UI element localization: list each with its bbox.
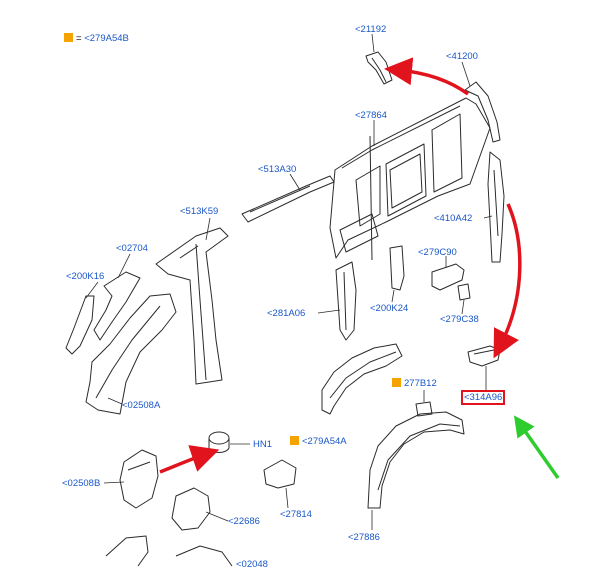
label-513A30[interactable]: <513A30 — [258, 164, 297, 175]
red-arrow-right — [493, 203, 522, 359]
label-27864[interactable]: <27864 — [355, 110, 387, 121]
part-27814 — [263, 459, 297, 489]
label-279C90[interactable]: <279C90 — [418, 247, 457, 258]
part-200K24 — [389, 245, 405, 291]
legend-code[interactable]: <279A54B — [84, 33, 129, 44]
label-02508A[interactable]: <02508A — [122, 400, 161, 411]
part-02508B — [119, 449, 159, 509]
label-513K59[interactable]: <513K59 — [180, 206, 219, 217]
part-27864 — [329, 97, 491, 261]
part-wheel-arch-outer — [321, 343, 403, 415]
part-02704 — [93, 271, 141, 341]
label-281A06[interactable]: <281A06 — [267, 308, 306, 319]
label-314A96-highlighted[interactable]: <314A96 — [461, 390, 506, 405]
label-02508B[interactable]: <02508B — [62, 478, 101, 489]
label-27886[interactable]: <27886 — [348, 532, 380, 543]
label-277B12-text: 277B12 — [404, 378, 437, 389]
label-HN1[interactable]: HN1 — [253, 439, 273, 450]
part-410A42 — [487, 151, 505, 263]
green-pointer-arrow-icon — [513, 415, 560, 480]
part-200K16 — [65, 295, 95, 355]
label-279A54A-text: <279A54A — [302, 436, 347, 447]
label-279C38[interactable]: <279C38 — [440, 314, 479, 325]
part-314A96 — [467, 345, 501, 367]
label-02704[interactable]: <02704 — [116, 243, 148, 254]
orange-square-marker-icon — [392, 378, 401, 387]
part-279C90 — [431, 263, 465, 291]
orange-square-marker-icon — [290, 436, 299, 445]
part-277B12 — [415, 401, 433, 417]
label-410A42[interactable]: <410A42 — [434, 213, 473, 224]
label-279A54A[interactable]: <279A54A — [290, 436, 347, 447]
label-02048[interactable]: <02048 — [236, 559, 268, 570]
label-200K24[interactable]: <200K24 — [370, 303, 409, 314]
red-arrow-top — [384, 57, 470, 96]
part-279C38 — [457, 283, 471, 301]
part-02048 — [105, 535, 233, 567]
part-22686 — [171, 487, 211, 531]
label-27814[interactable]: <27814 — [280, 509, 312, 520]
label-200K16[interactable]: <200K16 — [66, 271, 105, 282]
part-21192 — [365, 51, 393, 85]
part-HN1 — [208, 431, 230, 453]
label-277B12[interactable]: 277B12 — [392, 378, 437, 389]
part-41200 — [464, 81, 501, 143]
part-27886 — [367, 411, 465, 509]
orange-square-marker-icon — [64, 33, 73, 42]
part-281A06 — [335, 261, 357, 341]
red-arrow-nut — [159, 445, 220, 474]
legend-equals: = — [76, 33, 82, 44]
part-513K59 — [155, 227, 229, 385]
legend: = <279A54B — [64, 33, 129, 44]
label-41200[interactable]: <41200 — [446, 51, 478, 62]
label-22686[interactable]: <22686 — [228, 516, 260, 527]
part-513A30 — [241, 175, 335, 223]
part-02508A — [85, 293, 177, 415]
label-21192[interactable]: <21192 — [355, 24, 387, 35]
